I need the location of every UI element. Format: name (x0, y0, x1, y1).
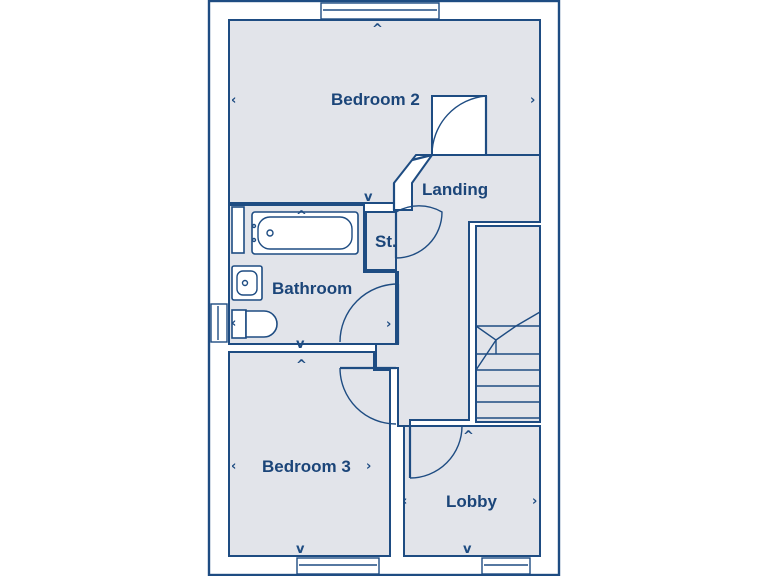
svg-text:^: ^ (372, 22, 383, 37)
svg-text:›: › (366, 459, 371, 474)
svg-text:‹: ‹ (231, 316, 236, 331)
svg-text:^: ^ (463, 429, 474, 444)
label-storage: St. (375, 232, 397, 251)
staircase (475, 225, 541, 423)
svg-text:^: ^ (296, 209, 307, 224)
svg-text:‹: ‹ (231, 459, 236, 474)
room-bedroom-3 (228, 351, 391, 557)
sink (231, 265, 263, 301)
door-bathroom (339, 283, 400, 344)
svg-text:‹: ‹ (231, 93, 236, 108)
room-lobby (403, 425, 541, 557)
svg-text:v: v (296, 337, 305, 352)
room-bedroom-2 (228, 19, 541, 204)
door-bedroom-3 (339, 366, 397, 425)
svg-text:›: › (532, 494, 537, 509)
door-storage (394, 205, 443, 259)
svg-text:v: v (364, 190, 373, 205)
door-landing-lobby (392, 153, 433, 210)
svg-text:v: v (296, 542, 305, 557)
bathtub (251, 211, 359, 255)
window-lobby (481, 557, 531, 575)
door-lobby (408, 425, 463, 479)
label-bathroom: Bathroom (272, 279, 352, 298)
svg-text:‹: ‹ (402, 494, 407, 509)
window-bedroom-2 (320, 2, 440, 20)
label-lobby: Lobby (446, 492, 498, 511)
toilet (231, 309, 278, 339)
svg-text:v: v (463, 542, 472, 557)
label-bedroom-2: Bedroom 2 (331, 90, 420, 109)
dimension-markers: ^ ‹ › v ^ ‹ › v ^ ‹ › v ^ ‹ › v (231, 22, 537, 557)
bathroom-wall-panel (231, 206, 245, 254)
label-bedroom-3: Bedroom 3 (262, 457, 351, 476)
window-bedroom-3 (296, 557, 380, 575)
svg-text:^: ^ (296, 358, 307, 373)
room-storage (365, 211, 397, 271)
door-bedroom-2 (431, 95, 488, 156)
svg-text:›: › (530, 93, 535, 108)
label-landing: Landing (422, 180, 488, 199)
window-bathroom (210, 303, 228, 343)
svg-text:›: › (386, 317, 391, 332)
